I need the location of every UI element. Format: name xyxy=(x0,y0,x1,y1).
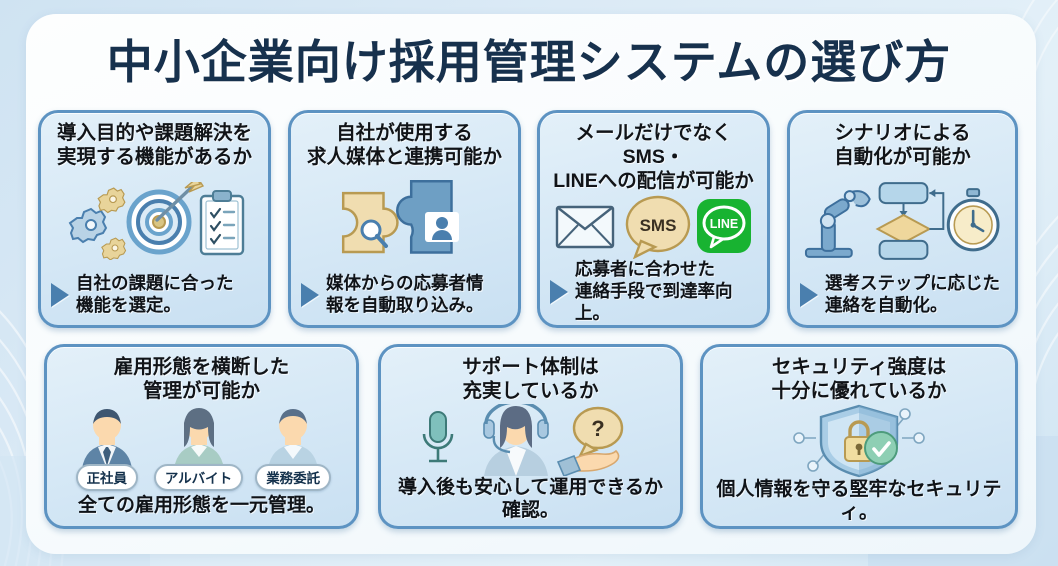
card-answer-row: 応募者に合わせた 連絡手段で到達率向上。 xyxy=(548,259,759,325)
line-app-icon: LINE xyxy=(696,199,751,254)
employment-type-label: 正社員 xyxy=(75,463,139,491)
card-question: セキュリティ強度は 十分に優れているか xyxy=(771,356,947,402)
card-question: シナリオによる 自動化が可能か xyxy=(834,122,971,168)
card-illustration-automation xyxy=(798,170,1007,274)
card-answer: 個人情報を守る堅牢なセキュリティ。 xyxy=(716,478,1002,524)
network-nodes-icon xyxy=(793,407,925,472)
card-illustration-integration xyxy=(299,170,510,274)
card-question: 自社が使用する 求人媒体と連携可能か xyxy=(306,122,502,168)
card-illustration-support: ? xyxy=(389,403,672,476)
microphone-icon xyxy=(422,410,453,462)
flowchart-icon xyxy=(875,182,945,261)
employment-type-item: 正社員 xyxy=(72,407,142,491)
card-answer-row: 自社の課題に合った 機能を選定。 xyxy=(49,273,260,317)
card-illustration-security xyxy=(711,404,1007,478)
card-criteria-7[interactable]: セキュリティ強度は 十分に優れているか xyxy=(700,344,1018,529)
card-answer: 応募者に合わせた 連絡手段で到達率向上。 xyxy=(575,259,733,324)
triangle-bullet-icon xyxy=(301,283,319,308)
card-illustration-employment-types: 正社員 アルバイト xyxy=(55,404,348,495)
card-illustration-channels: SMS LINE xyxy=(548,193,759,260)
sms-label: SMS xyxy=(639,216,676,235)
employment-type-badges: 正社員 アルバイト xyxy=(72,407,332,491)
card-criteria-5[interactable]: 雇用形態を横断した 管理が可能か 正社員 xyxy=(44,344,359,529)
card-question: 導入目的や課題解決を 実現する機能があるか xyxy=(56,122,252,168)
sms-bubble-icon: SMS xyxy=(625,196,690,260)
card-answer-row: 個人情報を守る堅牢なセキュリティ。 xyxy=(711,478,1007,526)
card-criteria-6[interactable]: サポート体制は 充実しているか xyxy=(378,344,683,529)
card-question: 雇用形態を横断した 管理が可能か xyxy=(113,356,290,402)
clipboard-checklist-icon xyxy=(199,190,244,256)
card-answer: 媒体からの応募者情 報を自動取り込み。 xyxy=(326,273,484,316)
card-answer-row: 全ての雇用形態を一元管理。 xyxy=(55,494,348,518)
target-arrow-icon xyxy=(126,182,204,255)
employment-type-item: アルバイト xyxy=(153,407,244,491)
card-answer: 導入後も安心して運用できるか確認。 xyxy=(397,476,664,522)
puzzle-piece-search-icon xyxy=(341,192,399,254)
check-circle-icon xyxy=(864,430,898,465)
person-shirt-icon xyxy=(268,408,319,469)
card-answer: 選考ステップに応じた 連絡を自動化。 xyxy=(825,273,1000,316)
card-criteria-1[interactable]: 導入目的や課題解決を 実現する機能があるか xyxy=(38,110,271,328)
headset-operator-icon xyxy=(482,403,549,476)
person-female-icon xyxy=(173,407,224,469)
puzzle-piece-person-icon xyxy=(395,180,459,255)
employment-type-label: 業務委託 xyxy=(255,463,332,491)
page-title: 中小企業向け採用管理システムの選び方 xyxy=(106,36,952,88)
card-answer: 自社の課題に合った 機能を選定。 xyxy=(76,273,234,316)
triangle-bullet-icon xyxy=(550,280,568,305)
person-suit-icon xyxy=(81,408,132,469)
card-illustration-goal xyxy=(49,170,260,274)
triangle-bullet-icon xyxy=(800,283,818,308)
employment-type-item: 業務委託 xyxy=(255,407,332,491)
line-label: LINE xyxy=(709,217,737,231)
card-criteria-4[interactable]: シナリオによる 自動化が可能か xyxy=(787,110,1018,328)
card-question: サポート体制は 充実しているか xyxy=(462,356,599,402)
gear-icon xyxy=(68,187,126,261)
card-question: メールだけでなくSMS・ LINEへの配信が可能か xyxy=(553,122,754,192)
card-answer: 全ての雇用形態を一元管理。 xyxy=(77,495,325,517)
card-answer-row: 導入後も安心して運用できるか確認。 xyxy=(389,476,672,524)
card-criteria-2[interactable]: 自社が使用する 求人媒体と連携可能か xyxy=(288,110,521,328)
triangle-bullet-icon xyxy=(51,283,69,308)
question-bubble-hand-icon: ? xyxy=(556,406,623,476)
stopwatch-icon xyxy=(946,188,1000,252)
card-answer-row: 選考ステップに応じた 連絡を自動化。 xyxy=(798,273,1007,317)
envelope-icon xyxy=(555,206,614,249)
question-mark-label: ? xyxy=(591,416,604,441)
robot-arm-icon xyxy=(804,190,871,259)
card-answer-row: 媒体からの応募者情 報を自動取り込み。 xyxy=(299,273,510,317)
employment-type-label: アルバイト xyxy=(153,463,244,491)
card-criteria-3[interactable]: メールだけでなくSMS・ LINEへの配信が可能か SMS LINE xyxy=(537,110,770,328)
